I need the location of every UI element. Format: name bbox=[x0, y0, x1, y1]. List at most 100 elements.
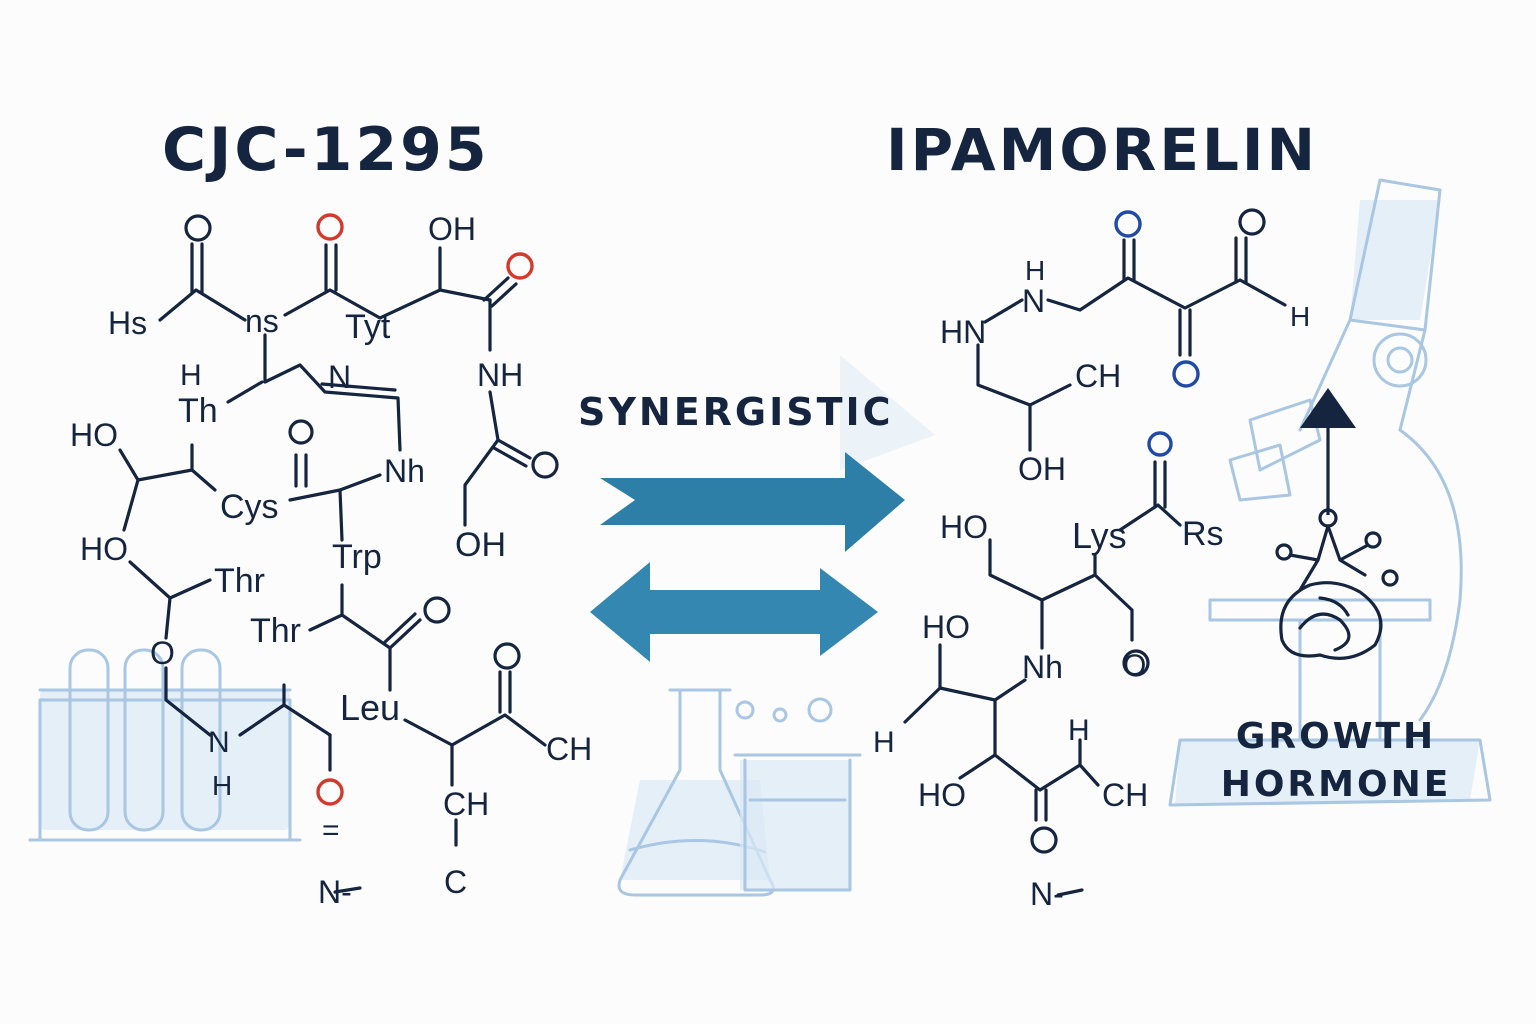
arrow-bidirectional bbox=[590, 562, 878, 662]
right-bond bbox=[903, 643, 942, 724]
flask-sketch bbox=[617, 688, 862, 897]
label-n-minus-left: N- bbox=[318, 874, 352, 910]
label-oh-mid: OH bbox=[455, 526, 506, 564]
left-bond bbox=[226, 380, 264, 404]
label-n-right: N bbox=[1022, 283, 1045, 319]
label-n: N bbox=[328, 359, 351, 395]
label-oh-top: OH bbox=[428, 211, 476, 247]
label-nh-mid: Nh bbox=[384, 453, 425, 489]
label-ch-lower-right: CH bbox=[1102, 777, 1148, 813]
right-bond bbox=[993, 753, 1100, 792]
label-n-lower: N bbox=[208, 726, 230, 759]
right-oxygen bbox=[1114, 210, 1142, 238]
right-bond bbox=[1093, 573, 1134, 642]
label-ho-lower: HO bbox=[80, 531, 128, 567]
left-bond bbox=[283, 288, 492, 320]
right-bond bbox=[1122, 238, 1136, 282]
left-oxygen bbox=[423, 596, 451, 624]
growth-arrow-head bbox=[1300, 388, 1356, 428]
hormone-molecule-body bbox=[1279, 581, 1383, 660]
right-bond bbox=[976, 343, 1072, 407]
label-thr-upper: Thr bbox=[214, 562, 265, 600]
label-th: Th bbox=[178, 392, 218, 430]
hormone-label-line2: HORMONE bbox=[1221, 764, 1452, 805]
left-bond bbox=[403, 713, 547, 747]
left-bond bbox=[164, 596, 172, 640]
label-o-right: O bbox=[1123, 649, 1146, 682]
left-bond bbox=[333, 886, 362, 894]
microscope-sketch bbox=[1168, 178, 1492, 807]
right-bond bbox=[1046, 276, 1287, 312]
label-eq: = bbox=[322, 814, 340, 847]
left-bond bbox=[320, 382, 397, 392]
left-bond bbox=[338, 488, 344, 542]
label-tyt: Tyt bbox=[345, 308, 391, 346]
label-lys: Lys bbox=[1072, 515, 1127, 556]
label-hs: Hs bbox=[108, 305, 147, 341]
left-bond bbox=[122, 478, 140, 532]
right-bond bbox=[1178, 308, 1192, 357]
left-title: CJC-1295 bbox=[162, 115, 490, 185]
label-ho-upper: HO bbox=[70, 417, 118, 453]
synergy-label: SYNERGISTIC bbox=[578, 390, 894, 434]
label-h-aldehyde: H bbox=[1290, 301, 1310, 332]
left-bond bbox=[492, 438, 532, 468]
left-oxygen bbox=[506, 252, 534, 280]
label-cys: Cys bbox=[220, 488, 279, 526]
hormone-molecule-bond bbox=[1288, 524, 1370, 592]
label-c: C bbox=[444, 864, 467, 900]
cjc-1295-structure: Hs ns Tyt OH NH H Th N HO Cys Nh OH HO T… bbox=[70, 211, 592, 910]
right-oxygen bbox=[1030, 826, 1058, 854]
left-oxygen bbox=[531, 451, 559, 479]
right-bond bbox=[1118, 503, 1182, 532]
hormone-label-line1: GROWTH bbox=[1236, 716, 1436, 757]
label-hn: HN bbox=[940, 314, 986, 350]
label-thr-lower: Thr bbox=[250, 612, 301, 650]
left-oxygen bbox=[316, 778, 344, 806]
label-n-minus-right: N- bbox=[1030, 876, 1064, 912]
label-ch-right: CH bbox=[546, 731, 592, 767]
arrow-shadow bbox=[840, 355, 935, 470]
right-oxygen bbox=[1122, 649, 1150, 677]
label-ns: ns bbox=[245, 303, 279, 339]
label-h-top-right: H bbox=[1025, 255, 1045, 286]
left-bond bbox=[190, 242, 204, 294]
left-bond bbox=[340, 612, 422, 650]
right-oxygen bbox=[1238, 208, 1266, 236]
left-bond bbox=[190, 443, 217, 492]
right-title: IPAMORELIN bbox=[886, 116, 1318, 184]
right-oxygen bbox=[1147, 431, 1173, 457]
label-oh-right: OH bbox=[1018, 451, 1066, 487]
label-ho-right-upper: HO bbox=[940, 509, 988, 545]
right-bond bbox=[1234, 236, 1248, 284]
label-ch-upper: CH bbox=[1075, 358, 1121, 394]
left-bond bbox=[482, 276, 518, 308]
hormone-molecule-inner bbox=[1298, 596, 1351, 652]
left-bond bbox=[164, 666, 212, 737]
left-bond bbox=[118, 448, 194, 482]
left-bond bbox=[158, 288, 247, 322]
right-oxygen bbox=[1172, 360, 1200, 388]
left-bond bbox=[324, 243, 338, 292]
left-oxygen bbox=[316, 213, 344, 241]
right-bond bbox=[983, 298, 1024, 324]
right-bond bbox=[938, 678, 1027, 702]
hormone-node bbox=[1381, 569, 1399, 587]
ipamorelin-structure: H N HN H CH OH HO Lys Rs HO Nh O H H HO … bbox=[873, 208, 1310, 912]
left-bond bbox=[463, 390, 500, 527]
label-ch-lower: CH bbox=[443, 786, 489, 822]
left-oxygen bbox=[493, 642, 521, 670]
label-ho-right-mid: HO bbox=[922, 609, 970, 645]
label-h-top: H bbox=[180, 359, 202, 392]
label-o-ring: O bbox=[150, 635, 175, 671]
right-bond bbox=[958, 698, 997, 780]
left-oxygen bbox=[184, 214, 212, 242]
growth-hormone-icon: GROWTH HORMONE bbox=[1221, 388, 1452, 805]
label-trp: Trp bbox=[332, 538, 382, 576]
label-h-right-left: H bbox=[873, 726, 895, 759]
left-bond bbox=[128, 560, 212, 600]
label-nh-right: NH bbox=[477, 357, 523, 393]
hormone-node bbox=[1275, 543, 1293, 561]
